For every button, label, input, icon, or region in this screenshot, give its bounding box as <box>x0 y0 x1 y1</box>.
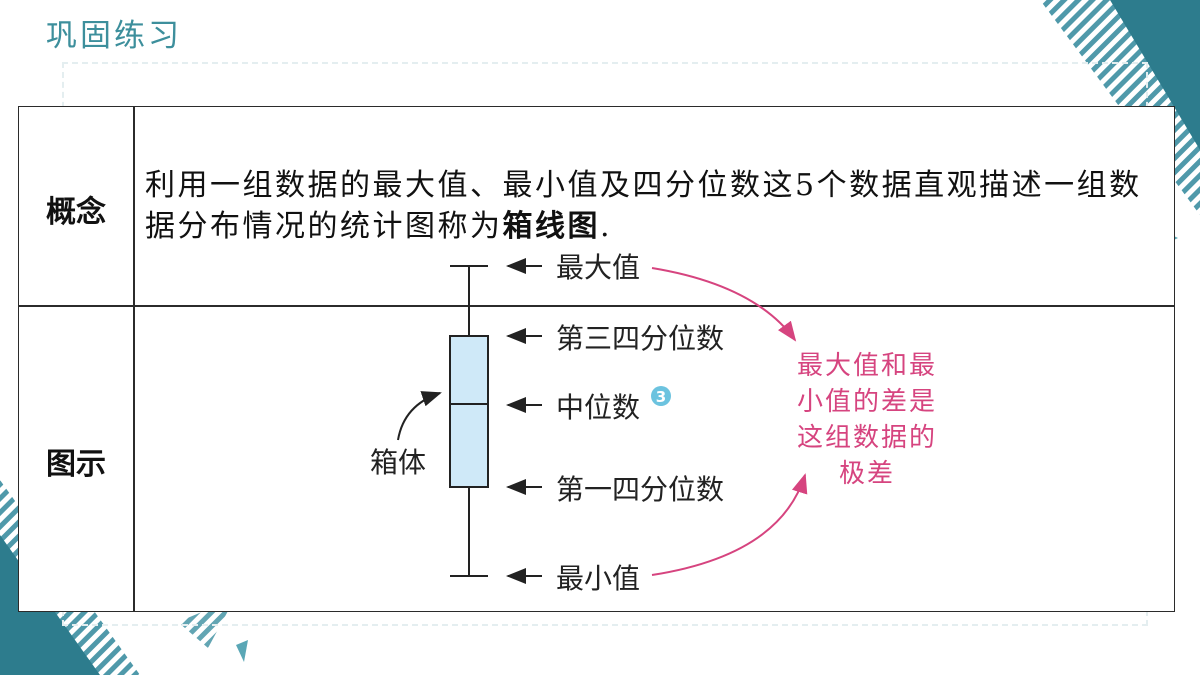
annotation-arrow-top <box>651 267 797 342</box>
annotation-line-2: 小值的差是 <box>797 387 937 417</box>
label-q1: 第一四分位数 <box>556 473 724 506</box>
concept-end: . <box>600 209 613 244</box>
concept-definition: 利用一组数据的最大值、最小值及四分位数这5个数据直观描述一组数据分布情况的统计图… <box>145 165 1170 247</box>
label-q3: 第三四分位数 <box>556 322 724 355</box>
slide-title: 巩固练习 <box>46 18 182 54</box>
label-min: 最小值 <box>556 562 640 595</box>
label-box: 箱体 <box>370 446 426 479</box>
top-right-solid-triangle <box>1110 0 1200 150</box>
concept-term: 箱线图 <box>502 209 600 244</box>
annotation-line-4: 极差 <box>839 459 895 489</box>
annotation-line-3: 这组数据的 <box>797 423 937 453</box>
bottom-tiny-triangle <box>236 640 248 662</box>
table-divider-vertical <box>133 107 135 611</box>
label-max: 最大值 <box>556 251 640 284</box>
annotation-arrow-bottom <box>651 473 808 576</box>
arrow-box <box>397 391 442 441</box>
table-divider-horizontal <box>19 305 1174 307</box>
concept-plain-text: 利用一组数据的最大值、最小值及四分位数这5个数据直观描述一组数据分布情况的统计图… <box>145 168 1142 244</box>
annotation-line-1: 最大值和最 <box>797 351 937 381</box>
badge-number: 3 <box>656 388 666 406</box>
badge-circle <box>651 386 671 406</box>
box-body <box>449 335 489 488</box>
label-median: 中位数 <box>556 391 640 424</box>
row-label-diagram: 图示 <box>46 447 106 482</box>
concept-table: 概念 图示 利用一组数据的最大值、最小值及四分位数这5个数据直观描述一组数据分布… <box>18 106 1175 612</box>
row-label-concept: 概念 <box>46 195 106 230</box>
